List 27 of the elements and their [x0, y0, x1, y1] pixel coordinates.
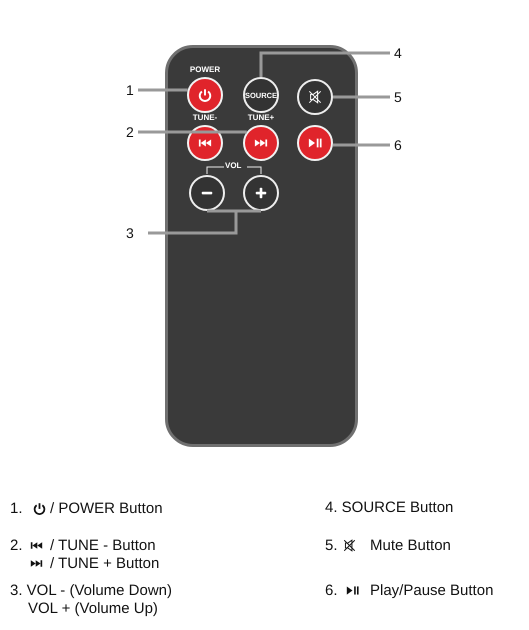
list-text: 1.: [10, 500, 23, 517]
list-text: VOL + (Volume Up): [28, 600, 158, 617]
button-label: TUNE+: [248, 113, 274, 123]
callout-number: 1: [126, 82, 134, 98]
button-label: TUNE-: [192, 113, 218, 123]
button-label: POWER: [190, 65, 220, 75]
list-text: 3. VOL - (Volume Down): [10, 582, 172, 599]
list-text: Mute Button: [370, 537, 451, 554]
callout-number: 3: [126, 225, 134, 241]
list-text: / POWER Button: [50, 500, 163, 517]
leader-line: [138, 88, 188, 92]
callout-number: 5: [394, 89, 402, 105]
list-text: 2.: [10, 537, 23, 554]
callout-number: 4: [394, 45, 402, 61]
leader-line: [332, 144, 390, 146]
list-text: 6.: [325, 582, 338, 599]
list-text: / TUNE - Button: [50, 537, 156, 554]
list-text: / TUNE + Button: [50, 555, 160, 572]
list-text: 4. SOURCE Button: [325, 499, 454, 516]
callout-number: 6: [394, 137, 402, 153]
button-label: VOL: [225, 161, 242, 171]
list-text: 5.: [325, 537, 338, 554]
leader-line: [138, 130, 247, 134]
leader-line: [260, 52, 390, 77]
callout-number: 2: [126, 124, 134, 140]
leader-line: [333, 96, 390, 98]
list-text: Play/Pause Button: [370, 582, 494, 599]
